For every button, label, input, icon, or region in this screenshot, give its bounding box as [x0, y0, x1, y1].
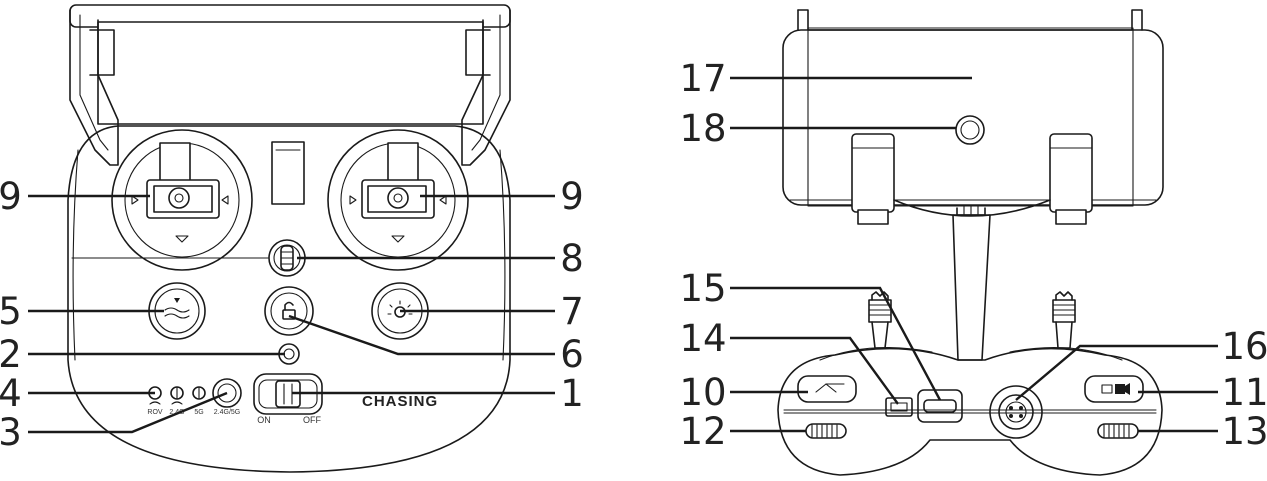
- record-button[interactable]: [1084, 375, 1144, 403]
- hdmi-port: [917, 389, 963, 423]
- callout-8: 8: [560, 237, 584, 280]
- switch-on-label: ON: [257, 415, 271, 425]
- callout-18: 18: [679, 107, 726, 150]
- front-view: ROV 2.4G 5G 2.4G/5G ON OFF CHASING: [0, 4, 584, 473]
- side-view: 17 18 15 14 16 10 11 12 13: [679, 9, 1267, 476]
- switch-off-label: OFF: [303, 415, 321, 425]
- controller-body-front: [67, 125, 511, 473]
- callout-15: 15: [679, 267, 726, 310]
- right-joystick[interactable]: [327, 129, 469, 271]
- callout-6: 6: [560, 333, 584, 376]
- led-label-24g-5g: 2.4G/5G: [214, 409, 240, 416]
- camera-video-icon: [1101, 383, 1130, 395]
- lock-button[interactable]: [264, 286, 314, 336]
- mount-screw: [955, 115, 985, 145]
- callout-1: 1: [560, 372, 584, 415]
- pairing-button[interactable]: [212, 378, 242, 408]
- controller-body-side: [777, 346, 1163, 476]
- dive-icon: [164, 298, 190, 319]
- callout-12: 12: [679, 410, 726, 453]
- led-label-rov: ROV: [147, 409, 163, 416]
- callout-13: 13: [1221, 410, 1267, 453]
- callout-2: 2: [0, 333, 22, 376]
- left-dial[interactable]: [805, 423, 847, 439]
- return-button[interactable]: [797, 375, 857, 403]
- callout-5: 5: [0, 290, 22, 333]
- callout-3: 3: [0, 411, 22, 454]
- antenna-icon: [868, 291, 892, 349]
- callout-14: 14: [679, 317, 726, 360]
- lock-icon: [282, 301, 296, 320]
- callout-10: 10: [679, 371, 726, 414]
- callout-17: 17: [679, 57, 726, 100]
- scroll-wheel[interactable]: [268, 239, 306, 277]
- callout-9-right: 9: [560, 175, 584, 218]
- left-joystick[interactable]: [111, 129, 253, 271]
- callout-16: 16: [1221, 325, 1267, 368]
- micro-usb-port: [885, 397, 913, 417]
- callout-11: 11: [1221, 371, 1267, 414]
- antennas: [868, 291, 1076, 349]
- phone-holder-front: [69, 4, 511, 205]
- callout-9-left: 9: [0, 175, 22, 218]
- callout-4: 4: [0, 372, 22, 415]
- light-icon: [387, 300, 413, 318]
- return-icon: [815, 383, 845, 393]
- mount-stem: [952, 205, 991, 361]
- callout-7: 7: [560, 290, 584, 333]
- brand-logo: CHASING: [362, 393, 438, 410]
- tether-connector: [989, 385, 1043, 439]
- led-label-5g: 5G: [194, 409, 203, 416]
- right-dial[interactable]: [1097, 423, 1139, 439]
- power-switch[interactable]: ON OFF: [253, 373, 323, 425]
